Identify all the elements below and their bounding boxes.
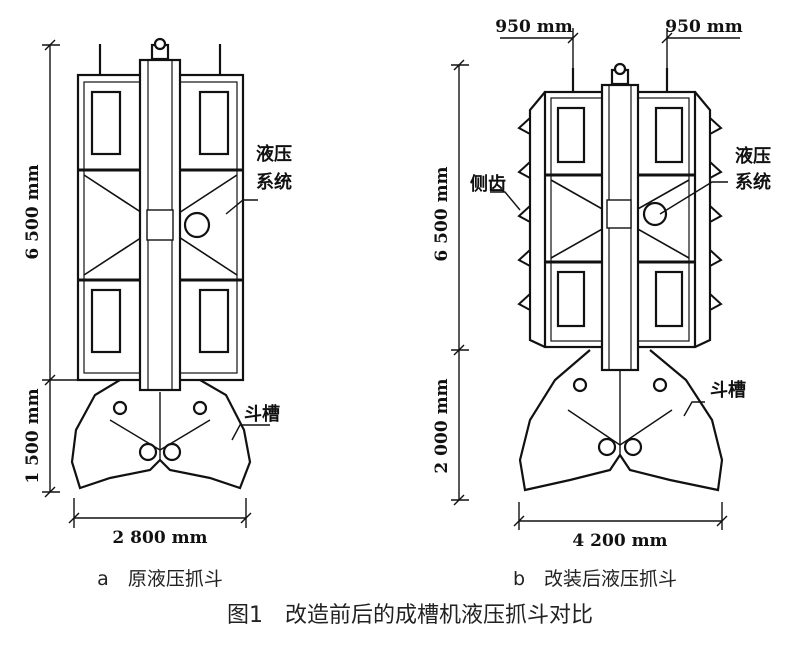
grab-b-tooth-offset-left-label: 950 mm (495, 17, 572, 37)
grab-a-hydraulic-label-line1: 液压 (256, 143, 292, 165)
grab-a-dimensions (42, 39, 270, 528)
grab-b-dimensions (451, 28, 740, 530)
grab-b-drawing (518, 62, 724, 492)
grab-b-width-label: 4 200 mm (572, 531, 667, 551)
grab-a-bucket-label: 斗槽 (244, 403, 280, 425)
grab-b-bucket-height-label: 2 000 mm (432, 378, 452, 473)
panel-a-subcaption: a 原液压抓斗 (97, 568, 223, 590)
grab-a-body-height-label: 6 500 mm (23, 164, 43, 259)
grab-b-bucket-label: 斗槽 (710, 379, 746, 401)
grab-a-hydraulic-label-line2: 系统 (256, 171, 292, 193)
grab-b-body-height-label: 6 500 mm (432, 166, 452, 261)
grab-b-side-teeth (517, 115, 723, 312)
figure-caption: 图1 改造前后的成槽机液压抓斗对比 (227, 603, 593, 628)
grab-a-width-label: 2 800 mm (112, 528, 207, 548)
panel-b-subcaption: b 改装后液压抓斗 (513, 568, 677, 590)
grab-b-tooth-offset-right-label: 950 mm (665, 17, 742, 37)
grab-a-drawing (70, 37, 252, 490)
grab-b-side-teeth-label: 侧齿 (470, 173, 506, 195)
grab-b-hydraulic-label-line2: 系统 (735, 171, 771, 193)
grab-b-hydraulic-label-line1: 液压 (735, 145, 771, 167)
grab-a-bucket-height-label: 1 500 mm (23, 388, 43, 483)
